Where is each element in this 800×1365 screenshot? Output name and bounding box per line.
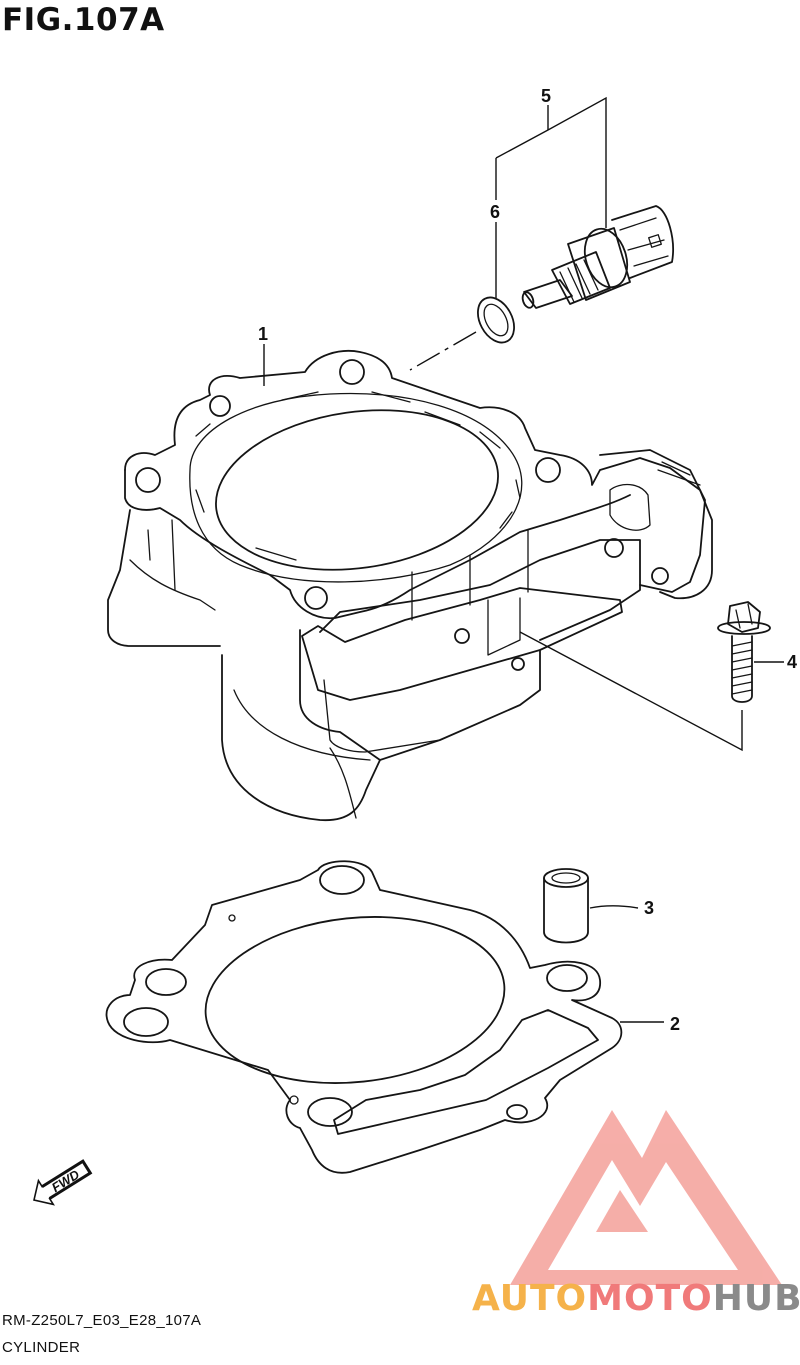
o-ring-part-6 — [477, 296, 515, 344]
watermark-moto: MOTO — [587, 1278, 713, 1319]
callout-1: 1 — [258, 324, 268, 344]
figure-name: CYLINDER — [2, 1339, 81, 1356]
leader-lines — [263, 96, 784, 1023]
callout-6: 6 — [490, 202, 500, 222]
temperature-sensor-part-5 — [521, 205, 674, 309]
flange-bolt-part-4 — [717, 601, 771, 703]
watermark-hub: HUB — [712, 1278, 800, 1319]
watermark-logo-icon — [510, 1110, 782, 1285]
cylinder-part-1 — [107, 350, 713, 821]
dowel-pin-part-3 — [543, 868, 589, 944]
watermark-auto: AUTO — [472, 1278, 588, 1319]
figure-code: RM-Z250L7_E03_E28_107A — [2, 1312, 202, 1329]
watermark-text: AUTOMOTOHUB — [472, 1278, 800, 1319]
forward-arrow-icon: FWD — [33, 1159, 93, 1206]
figure-title: FIG.107A — [2, 2, 165, 38]
callout-4: 4 — [787, 652, 797, 672]
callout-2: 2 — [670, 1014, 680, 1034]
cylinder-gasket-part-2 — [105, 860, 623, 1174]
callout-5: 5 — [541, 86, 551, 106]
callout-3: 3 — [644, 898, 654, 918]
